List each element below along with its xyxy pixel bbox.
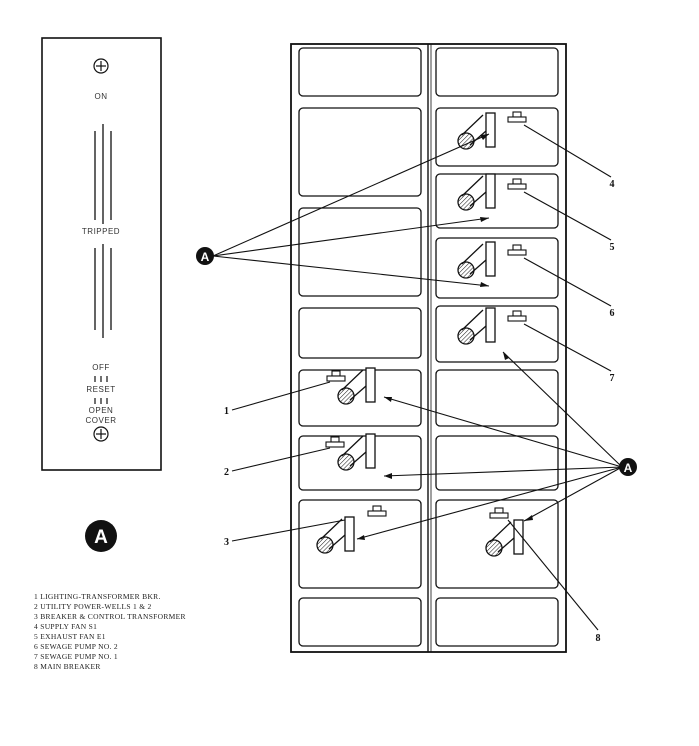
item-numbers: 1 2 3 4 5 6 7 8 [224, 179, 615, 644]
reset-label: RESET [86, 385, 115, 394]
legend: 1 LIGHTING-TRANSFORMER BKR. 2 UTILITY PO… [34, 592, 186, 671]
right-column-slots [435, 47, 559, 647]
off-label: OFF [92, 363, 110, 372]
breaker-panel [290, 43, 567, 653]
legend-item-1: 1 LIGHTING-TRANSFORMER BKR. [34, 592, 161, 601]
breaker-3 [316, 505, 387, 554]
breaker-detail-panel: ON TRIPPED OFF RESET OPEN COVER [41, 37, 162, 471]
legend-item-4: 4 SUPPLY FAN S1 [34, 622, 97, 631]
item-number-5: 5 [610, 242, 615, 253]
item-number-3: 3 [224, 537, 229, 548]
item-number-4: 4 [610, 179, 615, 190]
legend-item-7: 7 SEWAGE PUMP NO. 1 [34, 652, 118, 661]
svg-text:A: A [624, 461, 633, 475]
cover-label: COVER [86, 416, 117, 425]
callout-badge-a-left: A [196, 247, 214, 265]
breaker-1 [326, 367, 376, 405]
breaker-5 [457, 173, 527, 211]
item-number-8: 8 [596, 633, 601, 644]
top-screw-icon [93, 58, 109, 74]
legend-item-6: 6 SEWAGE PUMP NO. 2 [34, 642, 118, 651]
item-number-7: 7 [610, 373, 615, 384]
legend-item-8: 8 MAIN BREAKER [34, 662, 101, 671]
breaker-7 [457, 307, 527, 345]
item-number-1: 1 [224, 406, 229, 417]
svg-text:A: A [201, 250, 210, 264]
legend-item-2: 2 UTILITY POWER-WELLS 1 & 2 [34, 602, 152, 611]
breaker-2 [325, 433, 376, 471]
leader-arrowheads [357, 134, 533, 540]
callout-badge-a-right: A [619, 458, 637, 476]
leader-lines [212, 124, 623, 631]
bottom-screw-icon [93, 426, 109, 442]
detail-badge-a: A [85, 520, 117, 552]
legend-item-3: 3 BREAKER & CONTROL TRANSFORMER [34, 612, 186, 621]
on-label: ON [95, 92, 108, 101]
tick-marks-2 [94, 398, 108, 404]
tripped-label: TRIPPED [82, 227, 120, 236]
tick-marks-1 [94, 376, 108, 382]
breaker-6 [457, 241, 527, 279]
open-label: OPEN [89, 406, 114, 415]
slot-lines-upper [94, 124, 112, 224]
svg-text:A: A [94, 527, 108, 548]
item-number-6: 6 [610, 308, 615, 319]
item-number-2: 2 [224, 467, 229, 478]
left-column-slots [298, 47, 422, 647]
slot-lines-lower [94, 244, 112, 338]
legend-item-5: 5 EXHAUST FAN E1 [34, 632, 106, 641]
